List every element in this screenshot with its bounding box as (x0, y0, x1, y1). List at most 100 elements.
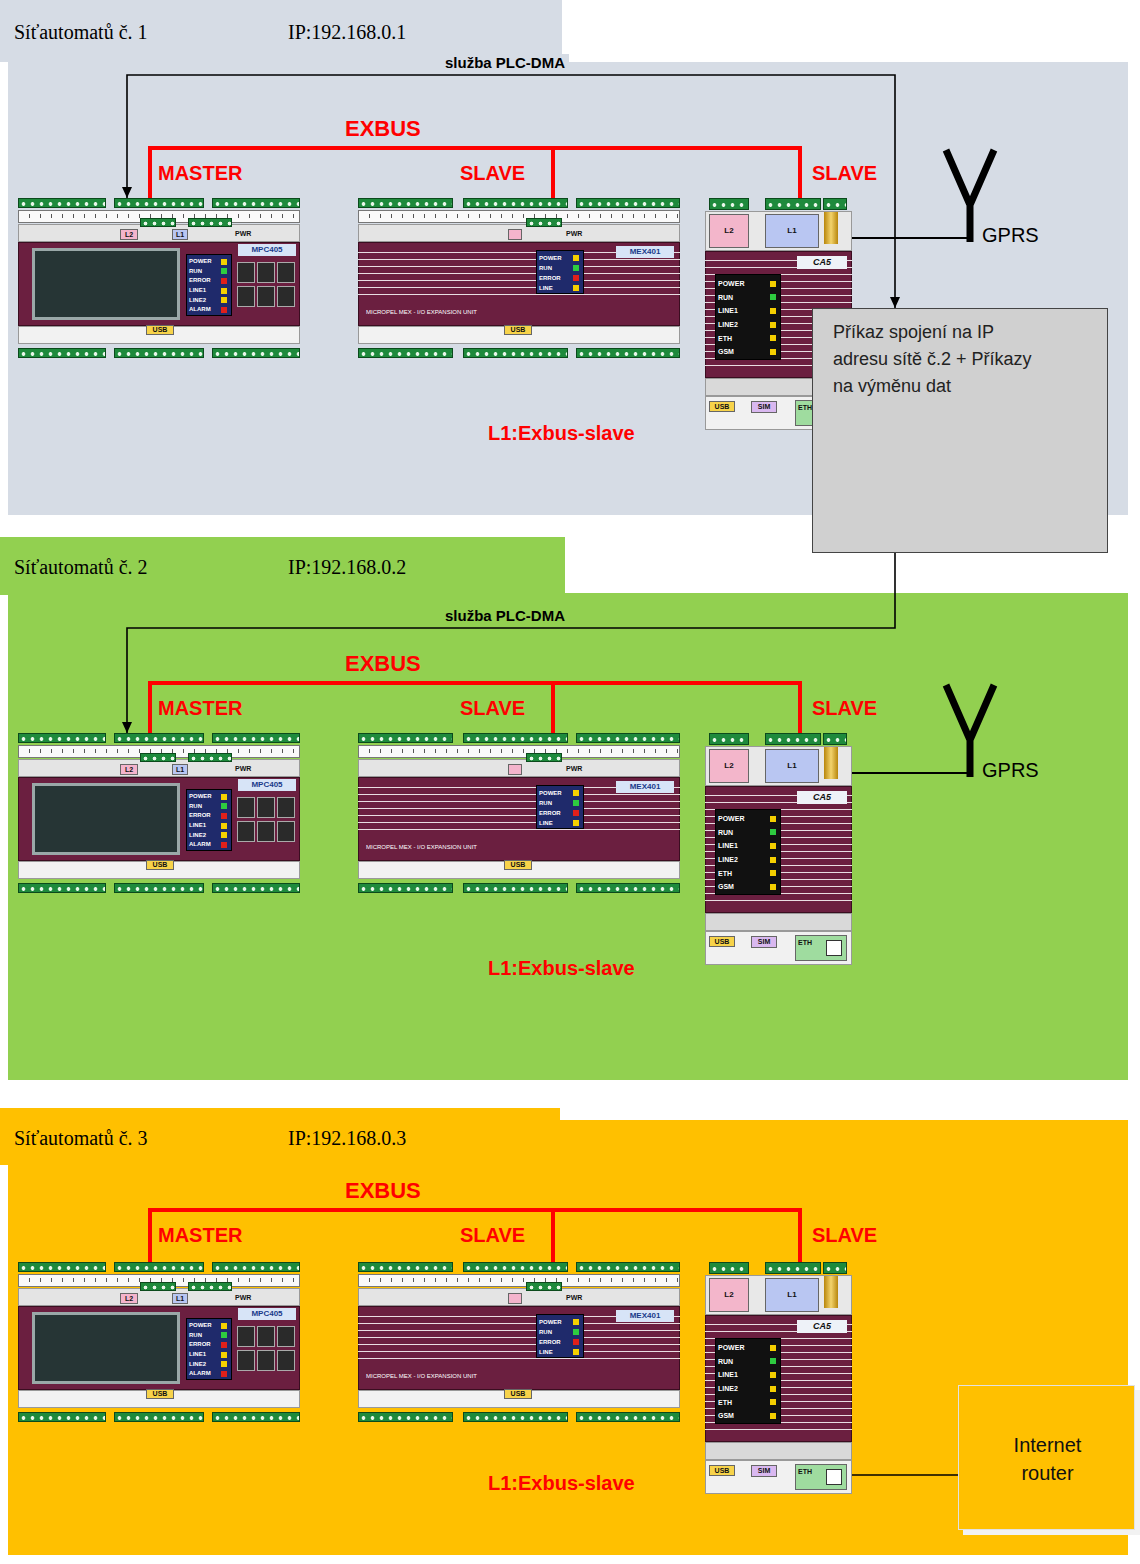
bus-role-label: L1:Exbus-slave (488, 1470, 635, 1496)
led-lamp (573, 285, 579, 291)
led-row: ALARM (189, 840, 229, 850)
plc-master-unit: L2L1PWRPOWERRUNERRORLINE1LINE2ALARMMPC40… (18, 733, 300, 893)
bus-role-label: MASTER (158, 1222, 242, 1248)
gprs-label-slot: GPRS (982, 222, 1039, 248)
line-tag (508, 1293, 522, 1304)
led-label: LINE2 (189, 296, 206, 306)
antenna-connector (824, 1276, 838, 1308)
bus-role-label-slot: SLAVE (812, 160, 877, 186)
led-lamp (221, 297, 227, 303)
bus-role-label-slot: L1:Exbus-slave (488, 955, 635, 981)
led-row: GSM (718, 1409, 778, 1423)
key-button (277, 262, 295, 283)
led-lamp (221, 803, 227, 809)
led-panel: POWERRUNERRORLINE1LINE2ALARM (186, 254, 232, 316)
led-lamp (770, 281, 776, 287)
note-text: Příkaz spojení na IP adresu sítě č.2 + P… (833, 319, 1053, 400)
led-panel: POWERRUNERRORLINE (536, 785, 584, 829)
terminal-block (212, 348, 300, 358)
bus-role-label-slot: SLAVE (460, 695, 525, 721)
key-button (277, 1350, 295, 1371)
led-row: POWER (539, 253, 581, 263)
usb-tag: USB (709, 401, 735, 412)
eth-tag: ETH (795, 935, 847, 961)
led-lamp (573, 790, 579, 796)
key-button (237, 1326, 255, 1347)
key-button (277, 821, 295, 842)
line-tag-text: L1 (176, 765, 184, 774)
terminal-block (576, 733, 680, 743)
led-label: LINE1 (718, 839, 738, 853)
terminal-block (114, 1412, 204, 1422)
key-button (237, 286, 255, 307)
bus-role-label: MASTER (158, 160, 242, 186)
bottom-strip (705, 913, 852, 931)
led-row: ERROR (189, 1340, 229, 1350)
led-panel: POWERRUNERRORLINE1LINE2ALARM (186, 1318, 232, 1380)
line-tag-text: L1 (176, 230, 184, 239)
terminal-block (358, 733, 453, 743)
terminal-block (765, 733, 821, 745)
lcd-screen (32, 248, 180, 320)
usb-tag-text: USB (153, 861, 168, 869)
led-label: GSM (718, 880, 734, 894)
terminal-block (765, 198, 821, 210)
line-tag-text: L2 (724, 750, 733, 782)
model-label: MPC405 (238, 244, 296, 256)
service-label-slot: služba PLC-DMA (441, 607, 569, 625)
terminal-block (463, 198, 568, 208)
line-tag: L1 (765, 1278, 819, 1312)
terminal-block (18, 1412, 106, 1422)
eth-tag: ETH (795, 1464, 847, 1490)
power-label: PWR (566, 228, 592, 240)
terminal-block (140, 1282, 176, 1291)
line-tag: L2 (709, 214, 749, 248)
led-panel: POWERRUNLINE1LINE2ETHGSM (715, 809, 781, 895)
exbus-label-slot: EXBUS (341, 1178, 425, 1204)
label-strip (358, 1274, 680, 1287)
led-label: POWER (539, 253, 562, 263)
model-label: MPC405 (238, 779, 296, 791)
led-lamp (770, 1372, 776, 1378)
model-name: MPC405 (251, 244, 282, 256)
line-tag-text: L1 (176, 1294, 184, 1303)
sim-tag-text: SIM (758, 1466, 770, 1476)
terminal-block (212, 883, 300, 893)
led-lamp (221, 288, 227, 294)
terminal-block (823, 198, 847, 210)
led-lamp (770, 857, 776, 863)
led-row: POWER (718, 277, 778, 291)
antenna-connector (824, 747, 838, 779)
terminal-block (114, 1262, 204, 1272)
terminal-block (576, 1262, 680, 1272)
led-lamp (221, 823, 227, 829)
line-tag: L1 (172, 764, 188, 775)
bus-role-label-slot: SLAVE (460, 1222, 525, 1248)
terminal-block (823, 733, 847, 745)
usb-tag-text: USB (511, 326, 526, 334)
led-label: ALARM (189, 1369, 211, 1379)
led-lamp (770, 1399, 776, 1405)
led-row: ERROR (539, 273, 581, 283)
led-row: LINE1 (718, 839, 778, 853)
led-label: ALARM (189, 305, 211, 315)
bus-role-label-slot: MASTER (158, 695, 242, 721)
led-label: LINE1 (718, 1368, 738, 1382)
power-label: PWR (566, 763, 592, 775)
unit-caption: MICROPEL MEX - I/O EXPANSION UNIT (366, 306, 586, 318)
led-label: ALARM (189, 840, 211, 850)
led-label: RUN (718, 291, 733, 305)
unit-caption-text: MICROPEL MEX - I/O EXPANSION UNIT (366, 1370, 477, 1382)
panel-heading: IP:192.168.0.2 (288, 554, 548, 580)
panel-heading: Síťautomatů č. 1 (14, 19, 274, 45)
ip-address: IP:192.168.0.3 (288, 1125, 406, 1151)
key-button (277, 797, 295, 818)
line-tag: L2 (120, 229, 138, 240)
led-row: LINE (539, 283, 581, 293)
panel-title: Síťautomatů č. 1 (14, 19, 148, 45)
model-label: MEX401 (616, 1310, 674, 1322)
usb-tag: USB (504, 325, 532, 335)
gprs-label: GPRS (982, 222, 1039, 248)
led-row: POWER (718, 812, 778, 826)
model-name: MEX401 (630, 781, 661, 793)
